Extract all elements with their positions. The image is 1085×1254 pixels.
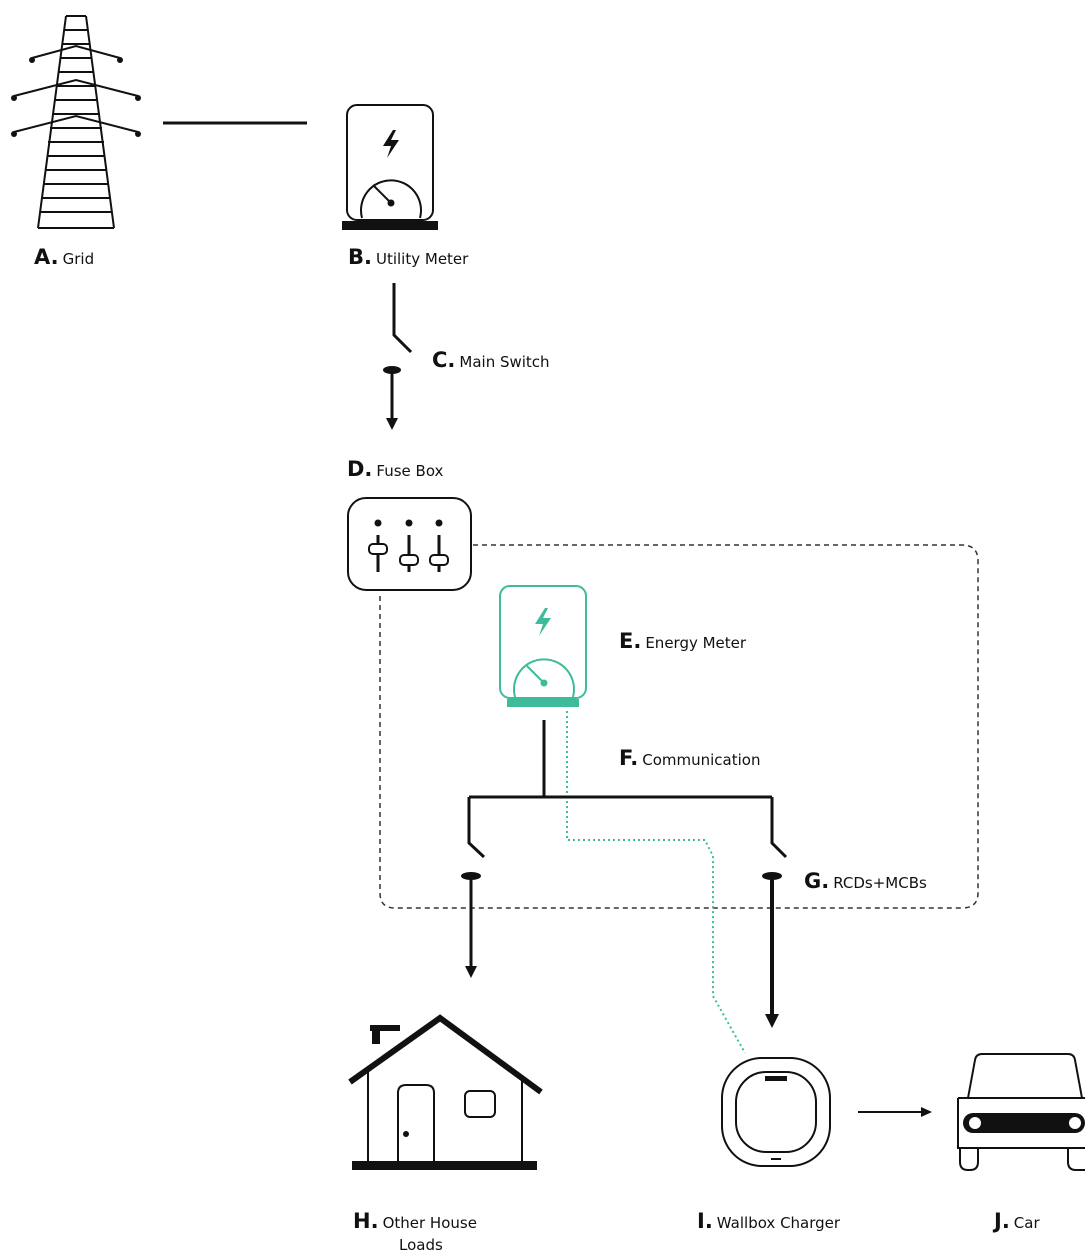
main-switch-arrow (383, 366, 401, 430)
insulator-dots (11, 57, 141, 137)
house-icon (348, 1014, 543, 1170)
enclosure-dashed-line (379, 544, 979, 909)
fuse-box-icon (347, 497, 472, 591)
grid-label: A.Grid (34, 245, 94, 269)
fuse-box-label: D.Fuse Box (347, 457, 444, 481)
utility-meter-label: B.Utility Meter (348, 245, 469, 269)
energy-meter-icon (499, 585, 587, 707)
charger-feed-arrow (762, 872, 782, 1028)
main-switch-label: C.Main Switch (432, 348, 550, 372)
communication-dotted-line (566, 711, 746, 1054)
house-feed-arrow (461, 872, 481, 978)
car-label: J.Car (992, 1209, 1040, 1233)
house-label-line1: H.Other House (353, 1209, 477, 1233)
house-label-line2: Loads (399, 1236, 443, 1254)
car-icon (957, 1053, 1085, 1171)
utility-meter-icon (342, 104, 438, 230)
distribution-lines (467, 720, 788, 859)
rcds-mcbs-label: G.RCDs+MCBs (804, 869, 927, 893)
wallbox-label: I.Wallbox Charger (697, 1209, 841, 1233)
communication-label: F.Communication (619, 746, 760, 770)
transmission-tower-icon (13, 15, 139, 229)
charge-arrow (858, 1107, 932, 1117)
energy-meter-label: E.Energy Meter (619, 629, 747, 653)
wallbox-charger-icon (721, 1057, 831, 1167)
switch-icon (392, 283, 413, 354)
